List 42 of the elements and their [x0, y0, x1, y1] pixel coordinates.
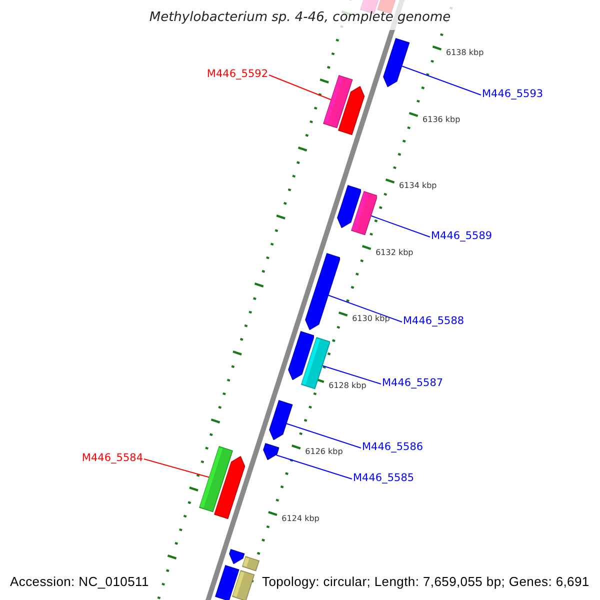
- tick-label: 6136 kbp: [422, 114, 460, 124]
- leader-line: [268, 74, 332, 100]
- gene-block: [199, 446, 234, 513]
- gene-block: [304, 253, 340, 330]
- gene-label: M446_5587: [382, 376, 444, 390]
- leader-line: [328, 294, 402, 322]
- gene-block: [229, 549, 245, 564]
- genome-info: Accession: NC_010511: [10, 574, 149, 590]
- gene-label: M446_5585: [353, 471, 414, 485]
- genome-info: Topology: circular; Length: 7,659,055 bp; Genes: 6,691: [262, 574, 590, 590]
- gene-label: M446_5584: [82, 451, 143, 465]
- gene-block: [262, 443, 280, 460]
- tick-label: 6124 kbp: [282, 514, 320, 524]
- leader-line: [370, 215, 430, 238]
- tick-label: 6134 kbp: [399, 181, 437, 191]
- tick-label: 6132 kbp: [376, 248, 414, 258]
- gene-block: [383, 38, 410, 88]
- gene-label: M446_5592: [206, 67, 268, 81]
- gene-block: [300, 337, 330, 390]
- gene-block: [288, 331, 314, 380]
- leader-line: [402, 66, 482, 96]
- title: Methylobacterium sp. 4-46, complete genome: [149, 10, 451, 25]
- leader-line: [322, 365, 382, 384]
- leader-line: [276, 454, 352, 480]
- gene-block: [242, 556, 260, 572]
- gene-block: [350, 191, 378, 236]
- gene-block: [323, 75, 353, 129]
- gene-block: [215, 565, 240, 600]
- leader-line: [286, 423, 362, 448]
- gene-label: M446_5586: [362, 440, 424, 454]
- tick-label: 6128 kbp: [328, 380, 366, 390]
- gene-label: M446_5588: [403, 314, 464, 328]
- leader-line: [144, 458, 210, 478]
- gene-label: M446_5589: [431, 229, 492, 243]
- tick-label: 6126 kbp: [305, 447, 343, 457]
- gene-block: [336, 185, 362, 228]
- gene-block: [269, 400, 293, 440]
- gene-label: M446_5593: [482, 87, 544, 101]
- gene-block: [338, 86, 365, 135]
- tick-label: 6138 kbp: [446, 48, 484, 58]
- gene-block: [214, 456, 246, 519]
- tick-label: 6130 kbp: [352, 314, 390, 324]
